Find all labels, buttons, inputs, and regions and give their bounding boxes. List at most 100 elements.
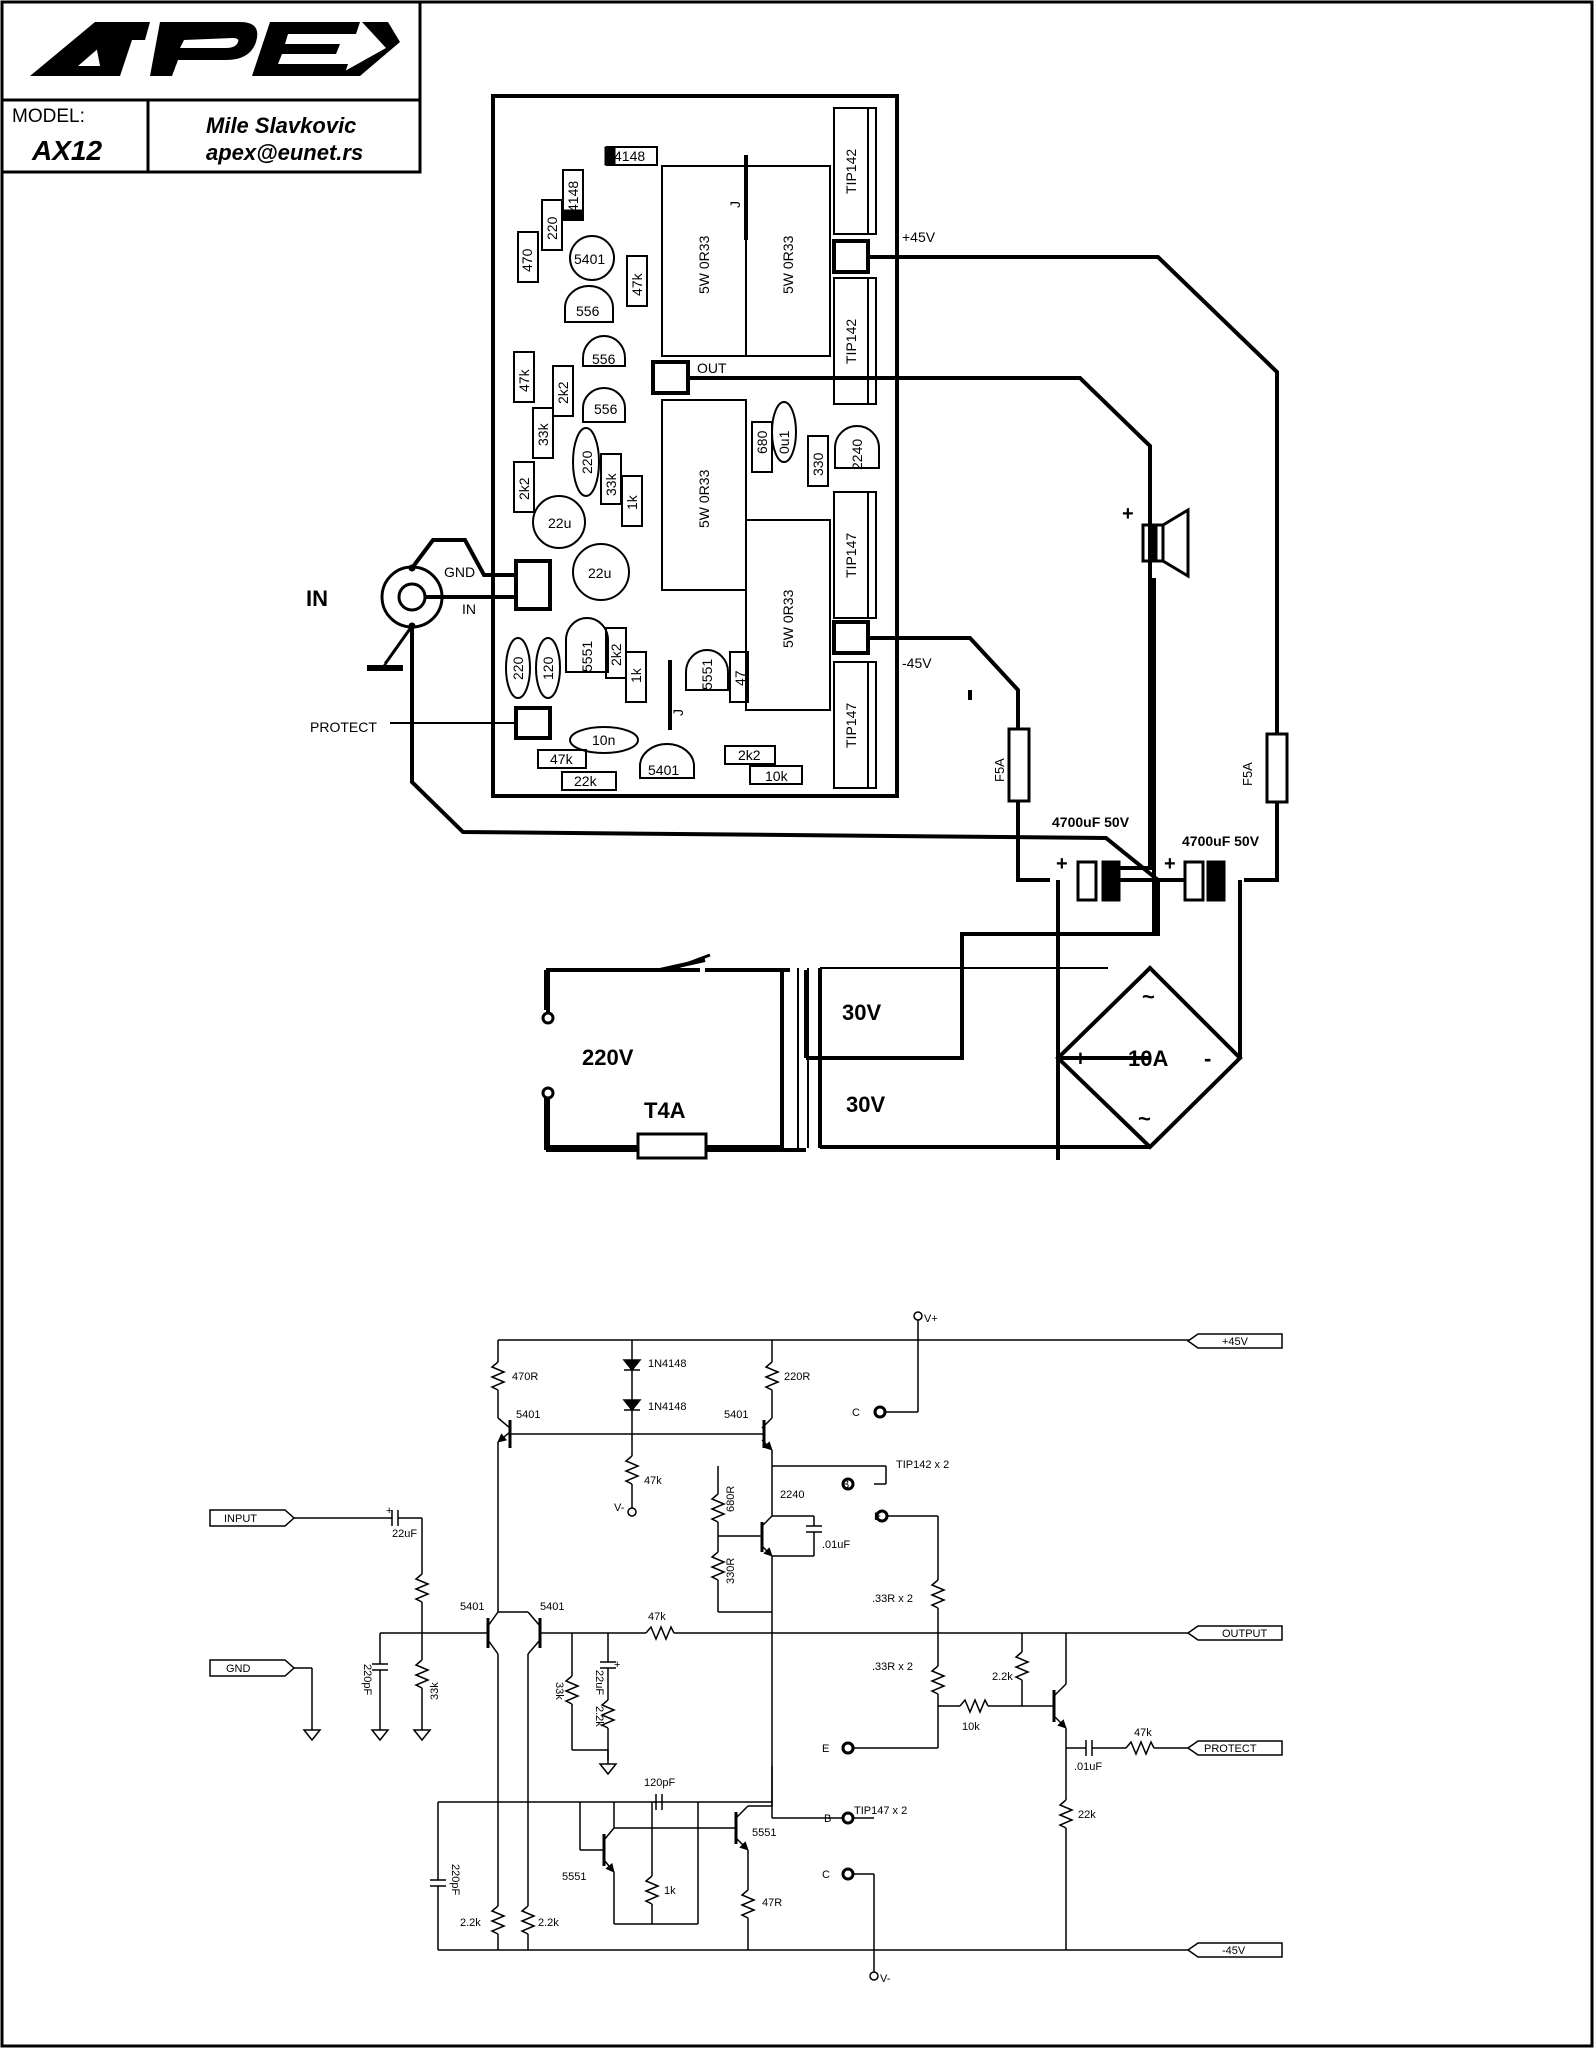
power-supply [541,953,1243,1160]
q5401a-label: 5401 [460,1601,484,1613]
r22k-l2-label: 2.2k [538,1917,559,1929]
r10k-p-label: 10k [962,1721,980,1733]
c220p-in-label: 220pF [361,1664,373,1695]
vplus-label: V+ [924,1313,938,1325]
re2-label: 5W 0R33 [780,235,796,294]
e-label: E [874,1511,881,1523]
tip142-label: TIP142 x 2 [896,1459,949,1471]
r330-label: 330 [810,452,826,476]
q556c-label: 556 [594,401,618,417]
r47ka-label: 47k [629,272,645,296]
r033b-label: .33R x 2 [872,1661,913,1673]
r220a-label: 220 [544,216,560,240]
minus45-label: -45V [902,655,932,671]
out-label: OUT [697,360,727,376]
r2k2d-label: 2k2 [738,747,761,763]
c10n-label: 10n [592,732,615,748]
d1-label: 4148 [614,148,645,164]
tip3-label: TIP147 [843,533,859,578]
c120-label: 120 [540,656,556,680]
re4-label: 5W 0R33 [780,589,796,648]
r2k2c-label: 2k2 [608,643,624,666]
r33k-in-label: 33k [429,1682,441,1700]
pcb-connection-labels: +45V -45V OUT GND IN IN PROTECT F5A F5A … [306,229,1260,1131]
fuse-f5a-left [1007,727,1031,803]
bridge-plus-label: + [1074,1046,1087,1071]
cap1-label: 4700uF 50V [1052,814,1130,830]
q2240-label: 2240 [849,439,865,470]
mains-label: 220V [582,1045,634,1070]
q5401b-label: 5401 [540,1601,564,1613]
re3-label: 5W 0R33 [696,469,712,528]
q5401a-label: 5401 [574,251,605,267]
r330-label: 330R [725,1558,737,1584]
q5551b-label: 5551 [699,659,715,690]
bridge-ac1-label: ~ [1142,984,1155,1009]
r47kc-label: 47k [550,751,574,767]
r10k-label: 10k [765,768,789,784]
bridge-ac2-label: ~ [1138,1106,1151,1131]
r22k-fb-label: 2.2k [593,1706,605,1727]
tip147-label: TIP147 x 2 [854,1805,907,1817]
c22u-in-label: 22uF [392,1528,417,1540]
pcb-layout [367,94,899,798]
q556a-label: 556 [576,303,600,319]
r470-label: 470R [512,1371,538,1383]
protect-label: PROTECT [310,719,377,735]
fuse2-label: F5A [1240,762,1255,786]
fuse-f5a-right [1265,732,1289,804]
c120p-label: 120pF [644,1777,675,1789]
input-flag: INPUT [224,1513,257,1525]
gnd-label: GND [444,564,475,580]
speaker-plus-label: + [1122,503,1134,525]
plus45-flag: +45V [1222,1336,1249,1348]
vminus-label: V- [880,1973,891,1985]
in-pad-label: IN [462,601,476,617]
sec2-label: 30V [846,1092,885,1117]
c220-label: 220 [579,450,595,474]
r680-label: 680R [725,1486,737,1512]
sec1-label: 30V [842,1000,881,1025]
c22ua-label: 22u [548,515,571,531]
schematic-terminals [841,1405,887,1881]
c220b-label: 220 [510,656,526,680]
q5401r-label: 5401 [724,1409,748,1421]
r1ka-label: 1k [624,494,640,510]
r22k-p-label: 2.2k [992,1671,1013,1683]
net-flags [209,1333,1283,1958]
r033a-label: .33R x 2 [872,1593,913,1605]
r2k2a-label: 2k2 [555,381,571,404]
r220-label: 220R [784,1371,810,1383]
protect-flag: PROTECT [1204,1743,1257,1755]
q5401b-label: 5401 [648,762,679,778]
author-name: Mile Slavkovic [206,113,356,138]
tip1-label: TIP142 [843,149,859,194]
r47k-p-label: 47k [1134,1727,1152,1739]
r47k-bias-label: 47k [644,1475,662,1487]
cap-plus1-label: + [1056,853,1068,875]
r33k-fb-label: 33k [553,1682,565,1700]
b-label: B [842,1479,849,1491]
r47k-fb-label: 47k [648,1611,666,1623]
r33kb-label: 33k [603,472,619,496]
circuit-schematic [290,1311,1196,1981]
r22k-b-label: 22k [1078,1809,1096,1821]
q2240-label: 2240 [780,1489,804,1501]
schematic-labels: V+ V- V- +45V -45V INPUT GND OUTPUT PROT… [224,1313,1268,1985]
in-label: IN [306,586,328,611]
q556b-label: 556 [592,351,616,367]
r47-label: 47 [732,670,748,686]
r470-label: 470 [519,248,535,272]
author-email: apex@eunet.rs [206,140,363,165]
c-label: C [852,1407,860,1419]
q5551b-label: 5551 [752,1827,776,1839]
apex-logo [30,22,400,76]
q5551a-label: 5551 [579,641,595,672]
plus45-label: +45V [902,229,936,245]
filter-capacitors [1076,860,1226,902]
r680-label: 680 [754,430,770,454]
tip4-label: TIP147 [843,703,859,748]
c2-label: C [822,1869,830,1881]
